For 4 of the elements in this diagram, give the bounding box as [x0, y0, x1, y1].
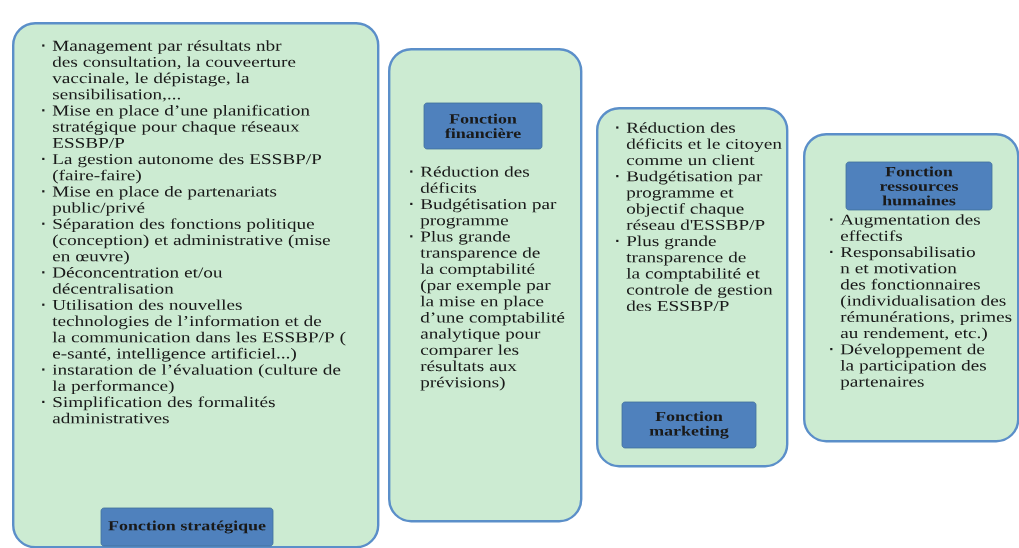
- heading-box: Fonction stratégique: [100, 507, 274, 547]
- heading-box: Fonction ressources humaines: [845, 161, 993, 211]
- heading-box: Fonction financière: [423, 102, 543, 150]
- heading-box: Fonction marketing: [621, 401, 757, 449]
